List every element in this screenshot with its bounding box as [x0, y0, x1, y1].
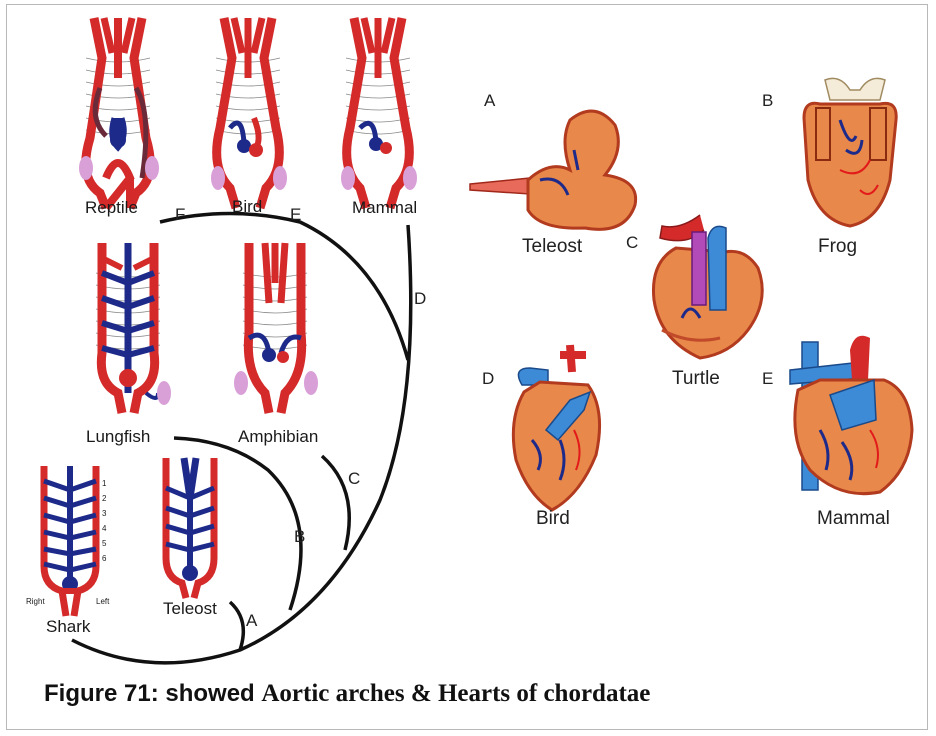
tree-letter-f: F	[175, 205, 185, 224]
caption-prefix: Figure 71: showed	[44, 680, 261, 707]
arch-number: 1	[102, 479, 107, 488]
tree-letter-e: E	[290, 205, 301, 224]
tree-letter-d: D	[414, 289, 426, 308]
heart-mammal-label: Mammal	[817, 508, 890, 529]
tree-letter-b: B	[294, 527, 305, 546]
bird-heart	[513, 345, 599, 510]
shark-right-label: Right	[26, 597, 45, 606]
heart-e-letter: E	[762, 369, 773, 388]
arch-number: 4	[102, 524, 107, 533]
lungfish-label: Lungfish	[86, 427, 150, 446]
heart-d-letter: D	[482, 369, 494, 388]
lungfish-arch-diagram	[96, 243, 171, 413]
heart-a-letter: A	[484, 91, 496, 110]
mammal-arch-label: Mammal	[352, 198, 417, 217]
teleost-arch-label: Teleost	[163, 599, 217, 618]
heart-c-letter: C	[626, 233, 638, 252]
bird-arch-label: Bird	[232, 197, 262, 216]
tree-letter-c: C	[348, 469, 360, 488]
shark-left-label: Left	[96, 597, 110, 606]
shark-arch-numbers: 1 2 3 4 5 6	[102, 479, 107, 563]
amphibian-arch-diagram	[234, 243, 318, 413]
teleost-heart	[470, 111, 636, 229]
heart-teleost-label: Teleost	[522, 236, 583, 257]
heart-frog-label: Frog	[818, 236, 857, 257]
reptile-label: Reptile	[85, 198, 138, 217]
arch-number: 6	[102, 554, 107, 563]
heart-turtle-label: Turtle	[672, 368, 720, 389]
bird-arch-diagram	[211, 18, 287, 208]
tree-letter-a: A	[246, 611, 258, 630]
heart-bird-label: Bird	[536, 508, 570, 529]
teleost-arch-diagram	[166, 458, 214, 598]
arch-number: 5	[102, 539, 107, 548]
heart-b-letter: B	[762, 91, 773, 110]
shark-label: Shark	[46, 617, 91, 636]
arch-number: 2	[102, 494, 107, 503]
amphibian-label: Amphibian	[238, 427, 318, 446]
frog-heart	[804, 78, 896, 226]
reptile-arch-diagram	[79, 18, 159, 208]
caption-title: Aortic arches & Hearts of chordatae	[261, 680, 650, 707]
turtle-heart	[653, 215, 762, 358]
mammal-heart	[790, 336, 912, 494]
shark-arch-diagram	[44, 466, 96, 616]
arch-number: 3	[102, 509, 107, 518]
figure-caption: Figure 71: showed Aortic arches & Hearts…	[44, 680, 650, 708]
mammal-arch-diagram	[341, 18, 417, 208]
